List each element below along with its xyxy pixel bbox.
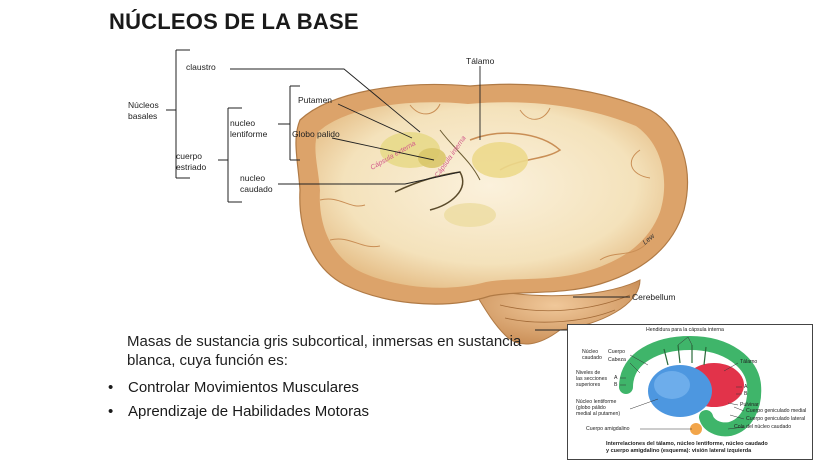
level-b-left-label: B <box>614 382 618 388</box>
cuerpo-estriado-line-1: cuerpo <box>176 151 202 161</box>
cabeza-label: Cabeza <box>608 357 626 363</box>
cerebellum-shape <box>468 279 641 345</box>
nucleos-basales-line-1: Núcleos <box>128 100 159 110</box>
nucleos-basales-line-2: basales <box>128 111 158 121</box>
inset-nucleo-lentiforme-line-3: medial al putamen) <box>576 411 621 417</box>
inset-nucleo-caudado-label: Núcleo caudado <box>582 349 602 361</box>
nucleo-lentiforme-line-2: lentiforme <box>230 129 268 139</box>
niveles-line-2: las secciones <box>576 376 608 382</box>
inset-talamo-label: Tálamo <box>740 359 758 365</box>
inset-caption-line-1: Interrelaciones del tálamo, núcleo lenti… <box>606 441 768 447</box>
putamen-label: Putamen <box>298 95 333 105</box>
amygdala-shape <box>690 423 702 435</box>
bullet-text: Controlar Movimientos Musculares <box>128 379 359 396</box>
inset-nucleo-lentiforme-label: Núcleo lentiforme (globo pálido medial a… <box>576 399 620 417</box>
nucleo-caudado-line-2: caudado <box>240 184 273 194</box>
claustro-label: claustro <box>186 62 216 72</box>
inset-nucleo-lentiforme-line-2: (globo pálido <box>576 405 606 411</box>
niveles-label: Niveles de las secciones superiores <box>576 370 607 388</box>
inset-nucleo-lentiforme-line-1: Núcleo lentiforme <box>576 399 617 405</box>
inset-caption-line-2: y cuerpo amigdalino (esquema): visión la… <box>606 448 752 454</box>
level-a-right-label: A <box>744 384 748 390</box>
cuerpo-label: Cuerpo <box>608 349 626 355</box>
cerebellum-label: Cerebellum <box>632 292 676 302</box>
cuerpo-amigdalino-label: Cuerpo amigdalino <box>586 426 630 432</box>
nucleos-basales-label: Núcleos basales <box>128 100 159 122</box>
geniculado-medial-label: Cuerpo geniculado medial <box>746 408 807 414</box>
cuerpo-estriado-label: cuerpo estriado <box>176 151 206 173</box>
cola-caudado-label: Cola del núcleo caudado <box>734 424 792 430</box>
nucleo-lentiforme-label: nucleo lentiforme <box>230 118 267 140</box>
bullet-text: Aprendizaje de Habilidades Motoras <box>128 403 369 420</box>
leader-lines <box>230 66 630 331</box>
caudate-nucleus-shape <box>619 335 762 437</box>
nucleo-caudado-label: nucleo caudado <box>240 173 273 195</box>
inset-nucleo-caudado-line-1: Núcleo <box>582 349 599 355</box>
function-list: • Controlar Movimientos Musculares • Apren… <box>108 378 369 426</box>
level-b-right-label: B <box>744 391 748 397</box>
pulvinar-label: Pulvinar <box>740 402 759 408</box>
inset-illustration <box>619 335 762 437</box>
list-item: • Controlar Movimientos Musculares <box>108 378 369 402</box>
geniculado-lateral-label: Cuerpo geniculado lateral <box>746 416 806 422</box>
inset-nucleo-caudado-line-2: caudado <box>582 355 602 361</box>
inset-caption: Interrelaciones del tálamo, núcleo lenti… <box>606 441 768 455</box>
cuerpo-estriado-line-2: estriado <box>176 162 207 172</box>
list-item: • Aprendizaje de Habilidades Motoras <box>108 402 369 426</box>
thalamus-region <box>472 142 528 178</box>
description-text: Masas de sustancia gris subcortical, inm… <box>127 333 522 369</box>
page-title: NÚCLEOS DE LA BASE <box>109 9 359 34</box>
inset-schematic: Hendidura para la cápsula interna Núcleo… <box>567 324 813 460</box>
hendidura-label: Hendidura para la cápsula interna <box>646 327 724 333</box>
globo-palido-label: Globo palido <box>292 129 340 139</box>
globus-pallidus-region <box>418 148 446 168</box>
bullet-icon: • <box>108 379 114 396</box>
niveles-line-1: Niveles de <box>576 370 601 376</box>
niveles-line-3: superiores <box>576 382 601 388</box>
bullet-icon: • <box>108 403 114 420</box>
nucleo-caudado-line-1: nucleo <box>240 173 266 183</box>
level-a-left-label: A <box>614 375 618 381</box>
classification-bracket <box>166 49 300 203</box>
nucleo-lentiforme-line-1: nucleo <box>230 118 256 128</box>
talamo-label: Tálamo <box>466 56 495 66</box>
